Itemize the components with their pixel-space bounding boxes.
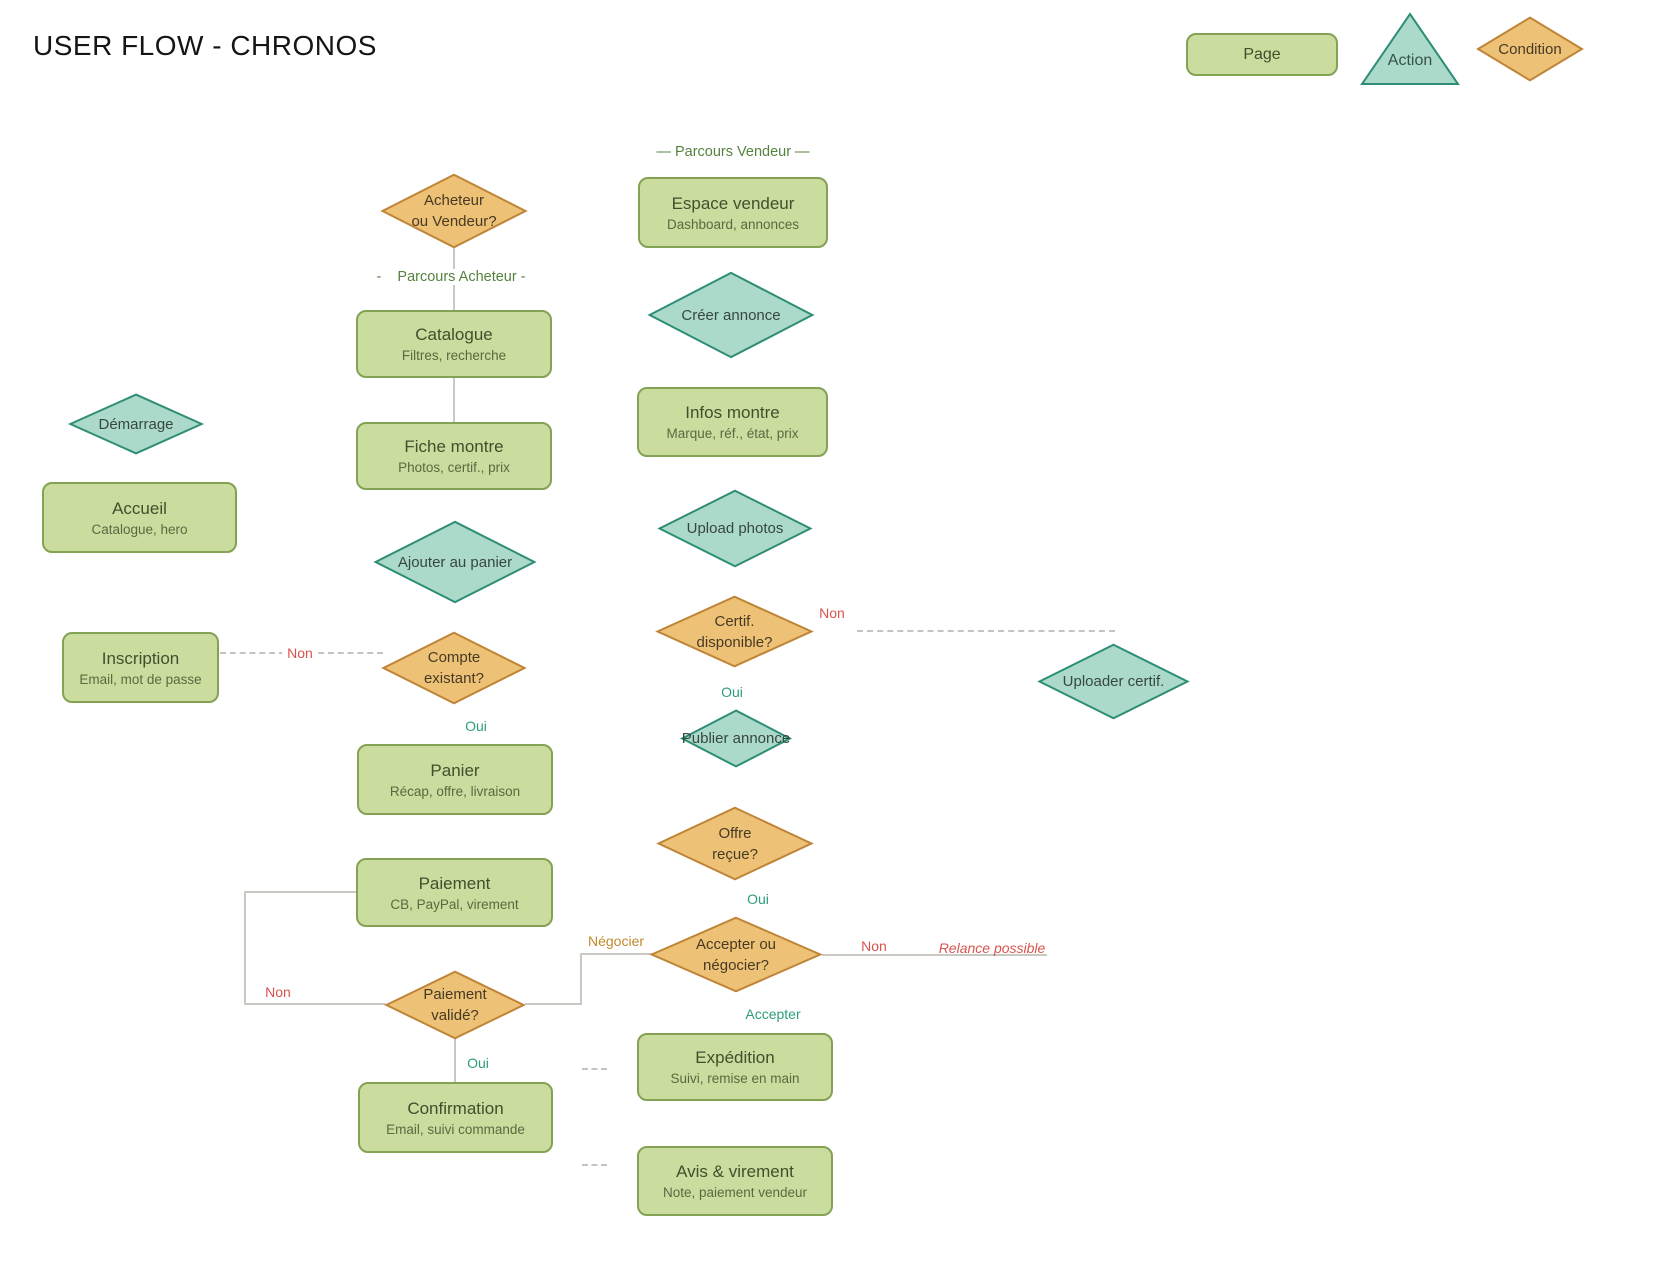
connector-loop-top	[244, 891, 357, 893]
edge-label-non-certif: Non	[819, 605, 845, 621]
legend-action-shape: Action	[1360, 12, 1460, 86]
node-accueil: Accueil Catalogue, hero	[42, 482, 237, 553]
node-subtitle: Suivi, remise en main	[670, 1071, 800, 1086]
node-confirmation: Confirmation Email, suivi commande	[358, 1082, 553, 1153]
node-text: existant?	[423, 670, 485, 687]
node-title: Infos montre	[685, 403, 780, 422]
node-espace-vendeur: Espace vendeur Dashboard, annonces	[638, 177, 828, 248]
dashed-certif-uploader	[857, 630, 1115, 632]
edge-label-oui-compte: Oui	[465, 718, 487, 734]
edge-label-relance-possible: Relance possible	[938, 940, 1046, 956]
node-subtitle: Photos, certif., prix	[398, 460, 510, 475]
node-catalogue: Catalogue Filtres, recherche	[356, 310, 552, 378]
node-text: Démarrage	[98, 415, 174, 433]
triangle-icon	[1360, 12, 1460, 86]
node-demarrage: Démarrage	[69, 394, 203, 454]
node-text: ou Vendeur?	[411, 213, 497, 230]
page-title: USER FLOW - CHRONOS	[33, 30, 377, 61]
node-title: Fiche montre	[404, 437, 504, 456]
node-compte-existant: Compte existant?	[382, 632, 526, 704]
edge-label-oui-paiement: Oui	[467, 1055, 489, 1071]
node-accepter-negocier: Accepter ou négocier?	[650, 917, 822, 992]
connector-negocier-top	[580, 953, 652, 955]
section-label-parcours-acheteur: - Parcours Acheteur -	[370, 269, 532, 285]
legend-action-label: Action	[1387, 52, 1433, 69]
node-subtitle: CB, PayPal, virement	[390, 896, 519, 912]
node-title: Avis & virement	[676, 1162, 794, 1181]
connector-loop-left	[244, 891, 246, 1005]
node-text: Uploader certif.	[1062, 673, 1165, 690]
node-avis-virement: Avis & virement Note, paiement vendeur	[637, 1146, 833, 1216]
node-fiche-montre: Fiche montre Photos, certif., prix	[356, 422, 552, 490]
connector-loop-bottom	[244, 1003, 386, 1005]
node-text: Ajouter au panier	[397, 553, 513, 571]
edge-label-non-offre: Non	[861, 938, 887, 954]
node-text: disponible?	[696, 633, 773, 651]
node-title: Espace vendeur	[671, 193, 795, 213]
node-panier: Panier Récap, offre, livraison	[357, 744, 553, 815]
node-title: Paiement	[418, 873, 491, 893]
node-offre-recue: Offre reçue?	[657, 807, 813, 880]
node-certif-disponible: Certif. disponible?	[656, 596, 813, 667]
node-text: Upload photos	[686, 520, 784, 537]
node-expedition: Expédition Suivi, remise en main	[637, 1033, 833, 1101]
node-text: Créer annonce	[681, 306, 781, 324]
node-title: Confirmation	[407, 1098, 504, 1118]
connector-non-relance	[822, 954, 1047, 956]
node-subtitle: Email, mot de passe	[79, 671, 202, 687]
node-subtitle: Note, paiement vendeur	[662, 1185, 808, 1200]
connector-catalogue-fiche	[453, 378, 455, 422]
node-text: Compte	[427, 649, 481, 666]
node-subtitle: Dashboard, annonces	[666, 216, 800, 232]
legend-condition-label: Condition	[1498, 40, 1562, 58]
connector-negocier-bottom	[525, 1003, 582, 1005]
node-paiement-valide: Paiement validé?	[385, 971, 525, 1039]
edge-label-negocier: Négocier	[587, 933, 645, 949]
node-ajouter-au-panier: Ajouter au panier	[374, 521, 536, 603]
legend-condition-shape: Condition	[1477, 17, 1583, 81]
connector-negocier-down	[580, 953, 582, 1005]
edge-label-non-inscription: Non	[282, 645, 318, 661]
edge-label-accepter: Accepter	[745, 1006, 801, 1022]
node-uploader-certif: Uploader certif.	[1038, 644, 1189, 719]
node-subtitle: Email, suivi commande	[386, 1121, 525, 1137]
node-subtitle: Filtres, recherche	[401, 348, 507, 363]
node-upload-photos: Upload photos	[658, 490, 812, 567]
node-creer-annonce: Créer annonce	[648, 272, 814, 358]
section-label-parcours-vendeur: — Parcours Vendeur —	[650, 144, 816, 160]
node-title: Accueil	[112, 498, 167, 518]
node-subtitle: Catalogue, hero	[91, 521, 188, 537]
node-publier-annonce: Publier annonce	[681, 710, 791, 767]
legend-page-label: Page	[1243, 45, 1281, 63]
node-infos-montre: Infos montre Marque, réf., état, prix	[637, 387, 828, 457]
edge-label-oui-offre: Oui	[747, 891, 769, 907]
node-subtitle: Marque, réf., état, prix	[666, 426, 799, 441]
node-title: Catalogue	[415, 325, 493, 344]
node-text: Acheteur	[423, 192, 485, 209]
node-text: validé?	[431, 1007, 479, 1024]
dashed-avis	[582, 1164, 607, 1166]
node-text: Offre	[718, 824, 752, 842]
node-text: reçue?	[712, 845, 758, 863]
edge-label-non-paiement: Non	[265, 984, 291, 1000]
node-title: Expédition	[695, 1048, 775, 1067]
node-text: Paiement	[423, 986, 487, 1003]
connector-paiementvalide-confirmation	[454, 1039, 456, 1082]
node-text: Publier annonce	[681, 730, 791, 747]
node-text: Certif.	[714, 612, 755, 630]
edge-label-oui-certif: Oui	[721, 684, 743, 700]
dashed-expedition	[582, 1068, 607, 1070]
node-title: Panier	[430, 760, 480, 780]
node-text: Accepter ou	[695, 935, 777, 953]
node-subtitle: Récap, offre, livraison	[389, 783, 521, 799]
node-acheteur-ou-vendeur: Acheteur ou Vendeur?	[381, 174, 527, 248]
node-text: négocier?	[703, 956, 769, 974]
node-title: Inscription	[101, 648, 180, 668]
node-paiement: Paiement CB, PayPal, virement	[356, 858, 553, 927]
legend-page-shape: Page	[1186, 33, 1338, 76]
node-inscription: Inscription Email, mot de passe	[62, 632, 219, 703]
